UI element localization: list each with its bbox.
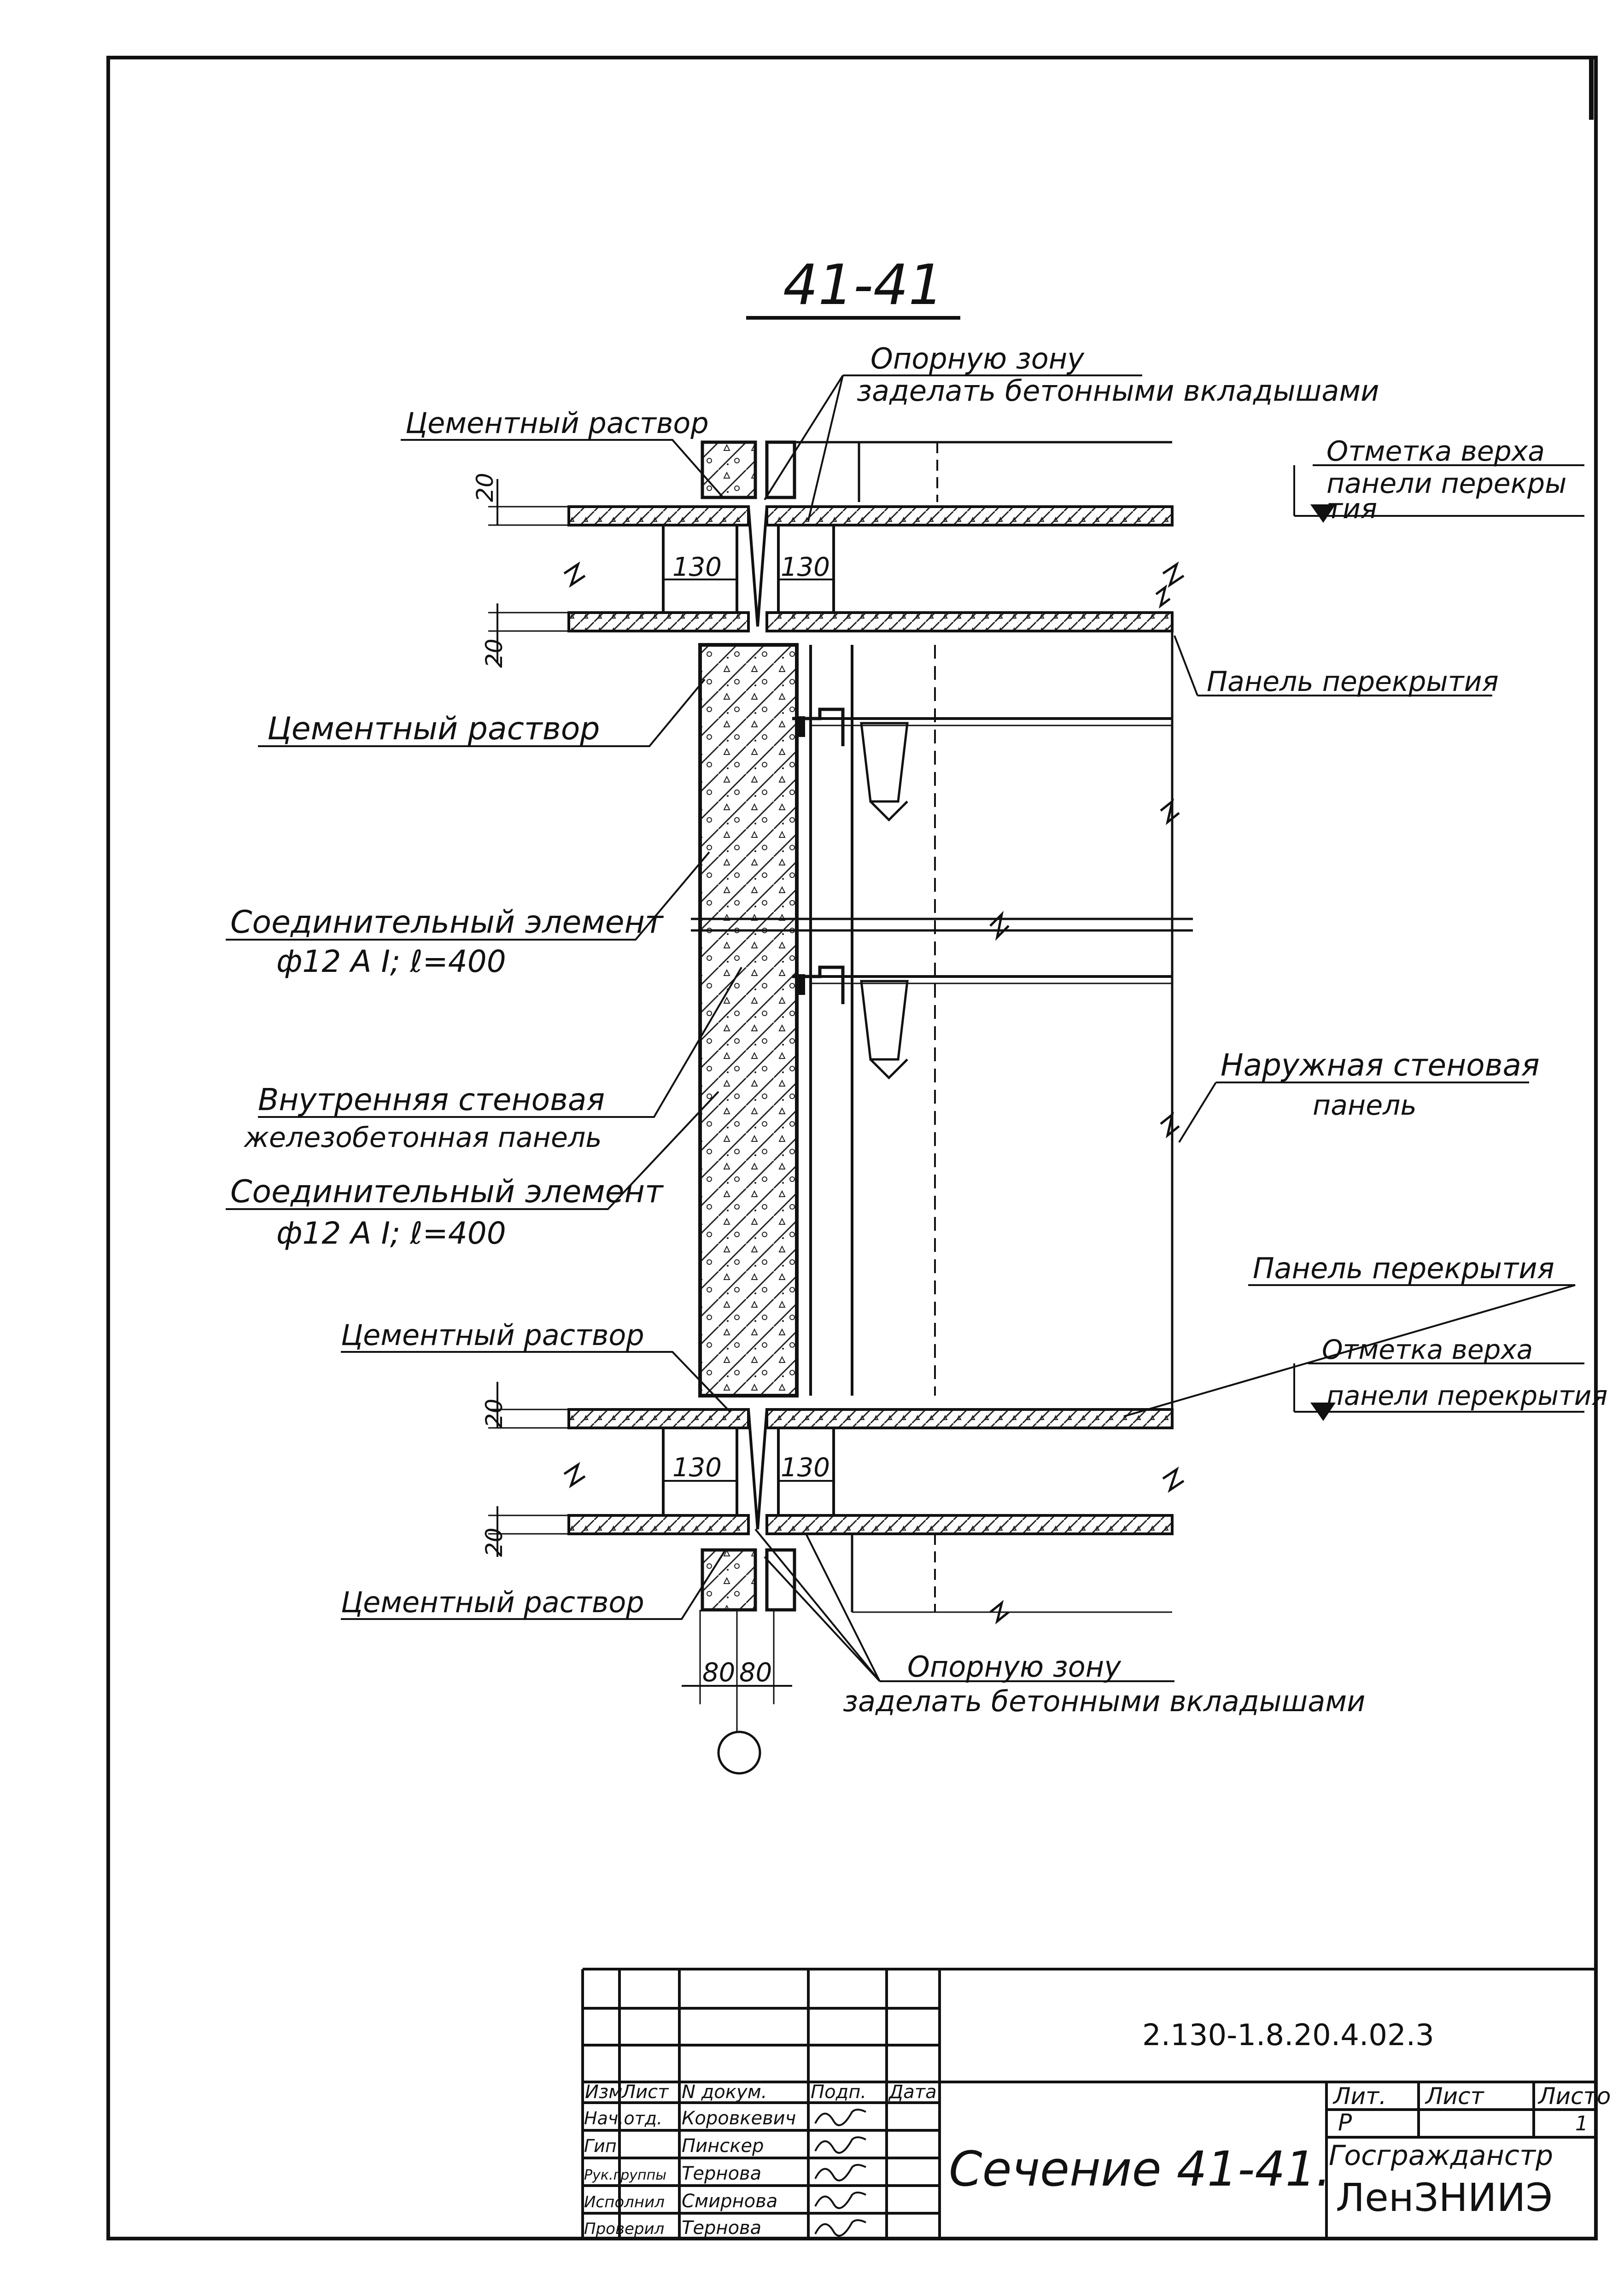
dim-130-bot-right: 130 [781, 1453, 830, 1483]
label-cement-mortar-4: Цементный раствор [341, 1585, 644, 1619]
title-block: 2.130-1.8.20.4.02.3 Сечение 41-41. Изм Л… [581, 1968, 1611, 2239]
tb-list-header: Лист [1425, 2083, 1485, 2110]
label-cement-mortar-2: Цементный раствор [267, 711, 600, 747]
tb-name-4: Тернова [682, 2217, 761, 2239]
bottom-joint: 130 130 20 20 80 80 [481, 1382, 1185, 1775]
tb-role-2: Рук.группы [584, 2167, 666, 2183]
label-mark-top-2: панели перекры [1326, 468, 1566, 500]
upper-wall-stub-right [765, 440, 796, 499]
lower-wall-stub-right [765, 1548, 796, 1612]
section-title: 41-41 [746, 253, 960, 320]
col-podp: Подп. [811, 2082, 866, 2103]
label-cement-mortar-3: Цементный раствор [341, 1318, 644, 1352]
lower-wall-stub-left [701, 1548, 757, 1612]
slab2-bottom-right [765, 1514, 1174, 1535]
slab2-top-right [765, 1408, 1174, 1429]
sheet-title: Сечение 41-41. [949, 2141, 1331, 2197]
label-floor-panel-2: Панель перекрытия [1253, 1251, 1554, 1285]
col-list: Лист [621, 2082, 669, 2103]
sheet-frame [106, 56, 1598, 2240]
label-outer-panel-b: панель [1313, 1089, 1417, 1122]
dim-20-top: 20 [472, 473, 498, 502]
slab2-bottom-left [567, 1514, 750, 1535]
tb-name-0: Коровкевич [682, 2108, 796, 2129]
tb-name-1: Пинскер [682, 2135, 764, 2157]
dim-20-bot: 20 [481, 1398, 508, 1428]
dim-20-bot-b: 20 [481, 1527, 508, 1557]
label-outer-panel-a: Наружная стеновая [1221, 1047, 1540, 1083]
wall-section [691, 631, 1193, 1409]
tb-role-1: Гип [584, 2136, 617, 2156]
tb-role-0: Нач.отд. [584, 2108, 662, 2128]
mark-triangles [1310, 504, 1336, 1421]
upper-wall-stub-left [701, 440, 757, 499]
dim-80-left: 80 [702, 1658, 735, 1688]
label-connector-2-b: ф12 А I; ℓ=400 [276, 1216, 506, 1251]
label-connector-1-b: ф12 А I; ℓ=400 [276, 944, 506, 979]
label-mark-bottom-1: Отметка верха [1322, 1334, 1533, 1365]
slab-top-left [567, 505, 750, 526]
labels: Опорную зону заделать бетонными вкладыша… [230, 342, 1607, 1718]
slab-bottom-left [567, 611, 750, 632]
label-mark-bottom-2: панели перекрытия [1326, 1380, 1607, 1411]
leaders [226, 374, 1584, 1682]
tb-listov-header: Листо [1537, 2083, 1611, 2110]
tb-lit-value: Р [1338, 2109, 1352, 2136]
dim-130-top-right: 130 [781, 552, 830, 582]
label-support-zone-bottom-1: Опорную зону [907, 1650, 1122, 1684]
label-support-zone-top-2: заделать бетонными вкладышами [857, 374, 1379, 408]
dim-20-top-b: 20 [481, 638, 508, 668]
label-inner-panel-a: Внутренняя стеновая [258, 1082, 605, 1117]
axis-marker-circle [717, 1731, 761, 1775]
top-joint: 130 130 20 20 [472, 440, 1185, 668]
label-support-zone-top-1: Опорную зону [870, 342, 1085, 375]
slab-bottom-right [765, 611, 1174, 632]
slab2-top-left [567, 1408, 750, 1429]
label-floor-panel-1: Панель перекрытия [1207, 666, 1499, 698]
section-title-text: 41-41 [783, 253, 944, 317]
tb-role-3: Исполнил [584, 2193, 665, 2211]
inner-wall-panel [698, 643, 799, 1397]
dim-130-bot-left: 130 [672, 1453, 722, 1483]
tb-lit-header: Лит. [1332, 2083, 1386, 2110]
tb-list-value: 1 [1575, 2112, 1588, 2135]
label-support-zone-bottom-2: заделать бетонными вкладышами [843, 1684, 1365, 1718]
label-mark-top-3: тия [1326, 493, 1377, 525]
slab-top-right [765, 505, 1174, 526]
signatures [814, 2109, 866, 2237]
label-connector-2-a: Соединительный элемент [230, 1174, 664, 1210]
doc-code: 2.130-1.8.20.4.02.3 [1142, 2018, 1434, 2052]
tb-org-1: Госгражданстр [1329, 2140, 1553, 2172]
label-connector-1-a: Соединительный элемент [230, 904, 664, 941]
tb-name-2: Тернова [682, 2163, 761, 2184]
dim-80-right: 80 [739, 1658, 772, 1688]
col-ndoc: N докум. [682, 2082, 767, 2103]
col-data: Дата [888, 2082, 937, 2103]
col-izm: Изм [585, 2082, 622, 2103]
label-inner-panel-b: железобетонная панель [243, 1122, 602, 1154]
label-cement-mortar-1: Цементный раствор [405, 406, 709, 440]
tb-org-2: ЛенЗНИИЭ [1336, 2175, 1553, 2220]
tb-role-4: Проверил [584, 2220, 664, 2238]
tb-name-3: Смирнова [682, 2191, 777, 2212]
label-mark-top-1: Отметка верха [1326, 435, 1545, 468]
dim-130-top-left: 130 [672, 552, 722, 582]
